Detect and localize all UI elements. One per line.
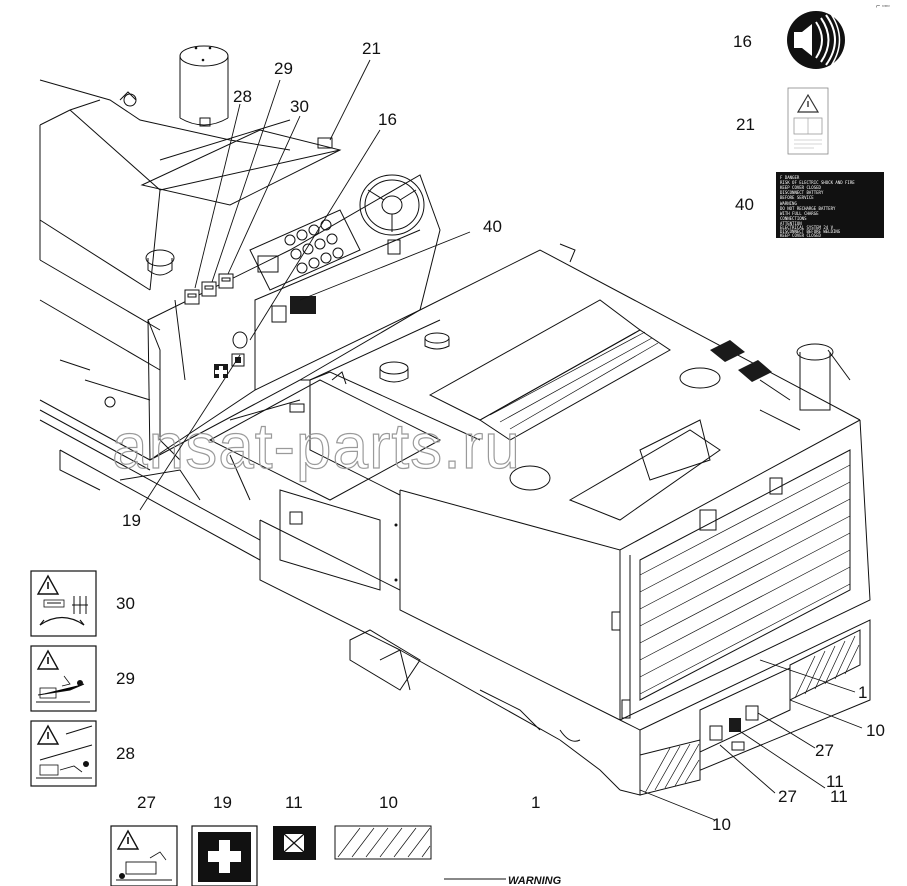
legend-label-19: 19 xyxy=(213,793,232,812)
callout-40: 40 xyxy=(483,217,502,236)
warning-decal-27-icon xyxy=(110,825,178,886)
svg-text:RISK OF ELECTRIC SHOCK AND FIR: RISK OF ELECTRIC SHOCK AND FIRE xyxy=(780,180,855,185)
horn-decal-icon xyxy=(787,11,845,69)
read-manual-decal-icon xyxy=(787,87,829,155)
svg-text:KEEP COVER CLOSED: KEEP COVER CLOSED xyxy=(780,185,822,190)
callout-29: 29 xyxy=(274,59,293,78)
svg-text:CONNECTIONS: CONNECTIONS xyxy=(780,216,807,221)
legend-label-40: 40 xyxy=(735,195,754,214)
callout-28: 28 xyxy=(233,87,252,106)
warning-label-strip: WARNING xyxy=(444,875,562,886)
callout-numbers: 28 29 30 21 16 40 19 1 10 27 11 27 11 10 xyxy=(122,39,885,834)
air-cleaner xyxy=(179,45,229,127)
callout-10-lower: 10 xyxy=(712,815,731,834)
legend-bottom: 27 19 11 10 1 WA xyxy=(110,793,562,886)
legend-right: 16 21 40 F DANGER RISK OF ELECTRIC SHOCK… xyxy=(733,11,884,238)
callout-27-lower: 27 xyxy=(778,787,797,806)
warning-decal-29-icon xyxy=(30,645,97,712)
callout-21: 21 xyxy=(362,39,381,58)
legend-label-10: 10 xyxy=(379,793,398,812)
deck-and-tank xyxy=(149,243,861,501)
callout-10-right: 10 xyxy=(866,721,885,740)
no-entry-decal-icon xyxy=(273,826,316,860)
engine-enclosure xyxy=(259,419,871,721)
legend-label-27: 27 xyxy=(137,793,156,812)
warning-decal-30-icon xyxy=(30,570,97,637)
first-aid-icon xyxy=(191,825,258,886)
callout-30: 30 xyxy=(290,97,309,116)
lower-frame xyxy=(39,419,871,796)
watermark-text: ansat-parts.ru xyxy=(112,410,521,482)
callout-27-right: 27 xyxy=(815,741,834,760)
electrical-warning-decal: F DANGER RISK OF ELECTRIC SHOCK AND FIRE… xyxy=(776,172,884,238)
machine-drawing xyxy=(39,45,871,796)
rear-bumper-decals xyxy=(639,629,861,796)
svg-text:F DANGER: F DANGER xyxy=(780,175,800,180)
callout-16: 16 xyxy=(378,110,397,129)
svg-text:ELECTRICAL SYSTEM 24 V: ELECTRICAL SYSTEM 24 V xyxy=(780,225,834,230)
legend-label-30: 30 xyxy=(116,594,135,613)
callout-11-lower: 11 xyxy=(830,787,848,806)
corner-mark: ⌐ ▫▫▫ xyxy=(876,3,889,10)
svg-text:DO NOT RECHARGE BATTERY: DO NOT RECHARGE BATTERY xyxy=(780,206,836,211)
svg-text:DISCONNECT BATTERY: DISCONNECT BATTERY xyxy=(780,190,824,195)
legend-label-29: 29 xyxy=(116,669,135,688)
legend-label-21: 21 xyxy=(736,115,755,134)
steering-wheel xyxy=(359,174,425,236)
gauge-cluster xyxy=(284,219,344,274)
leader-lines xyxy=(139,59,863,821)
callout-11-right: 11 xyxy=(826,772,844,791)
svg-text:WARNING: WARNING xyxy=(780,201,797,206)
bottom-warning-label: WARNING xyxy=(508,875,562,886)
radiator-louvres xyxy=(639,449,851,701)
legend-label-1: 1 xyxy=(531,793,540,812)
legend-label-28: 28 xyxy=(116,744,135,763)
legend-left: 30 29 28 xyxy=(30,570,135,787)
engine-top xyxy=(428,299,851,521)
control-console xyxy=(147,137,441,461)
legend-label-11: 11 xyxy=(285,793,303,812)
svg-text:KEEP COVER CLOSED: KEEP COVER CLOSED xyxy=(780,233,822,238)
legend-label-16: 16 xyxy=(733,32,752,51)
warning-decal-28-icon xyxy=(30,720,97,787)
svg-text:DISCONNECT BEFORE WELDING: DISCONNECT BEFORE WELDING xyxy=(780,229,841,234)
hazard-stripe-decal-icon xyxy=(334,825,432,860)
left-hood xyxy=(39,79,342,471)
callout-19: 19 xyxy=(122,511,141,530)
svg-text:WITH FULL CHARGE: WITH FULL CHARGE xyxy=(780,211,819,216)
svg-text:BEFORE SERVICE: BEFORE SERVICE xyxy=(780,195,814,200)
svg-text:ATTENTION: ATTENTION xyxy=(780,221,802,226)
callout-1: 1 xyxy=(858,683,867,702)
